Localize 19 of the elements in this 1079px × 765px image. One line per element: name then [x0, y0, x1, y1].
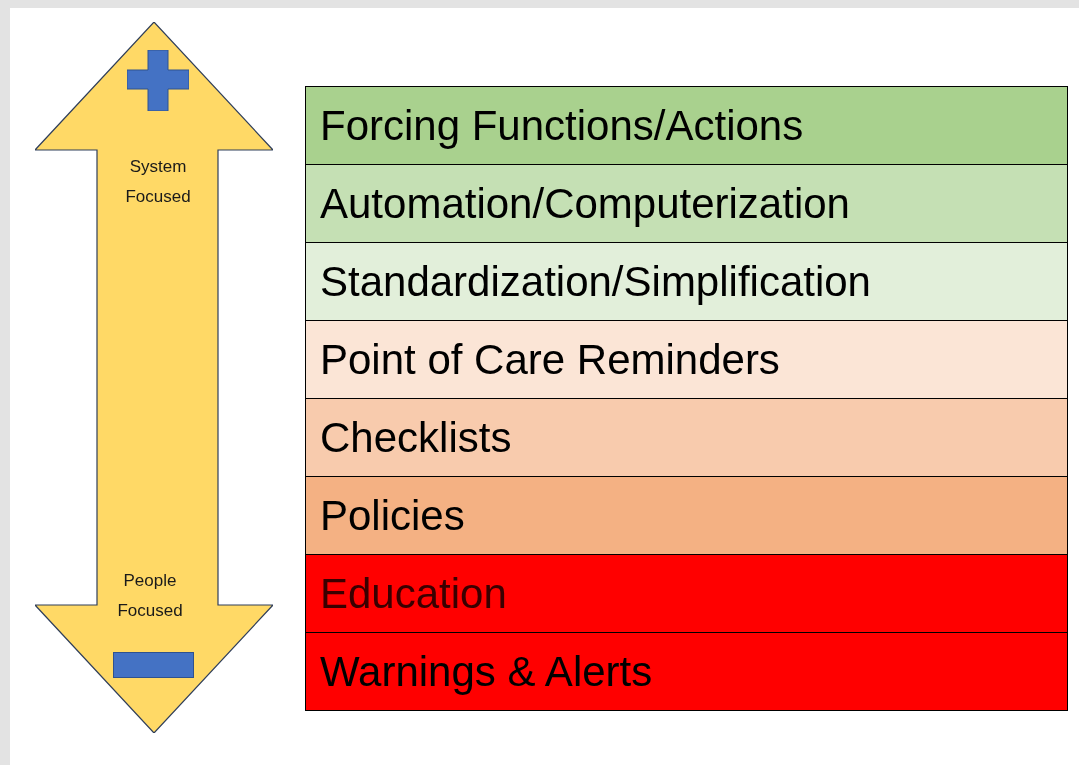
table-row — [305, 165, 1068, 243]
row-label: Forcing Functions/Actions — [320, 101, 804, 150]
double-arrow — [35, 22, 273, 733]
row-label: Checklists — [320, 413, 512, 462]
row-label: Point of Care Reminders — [320, 335, 780, 384]
arrow-label: People Focused — [116, 570, 184, 622]
row-label: Policies — [320, 491, 465, 540]
row-label: Education — [320, 569, 507, 618]
row-label: Standardization/Simplification — [320, 257, 871, 306]
table-row — [305, 87, 1068, 165]
table-row — [305, 321, 1068, 399]
table-row — [305, 633, 1068, 711]
table-row — [305, 555, 1068, 633]
table-row — [305, 477, 1068, 555]
row-label: Automation/Computerization — [320, 179, 850, 228]
table-row — [305, 399, 1068, 477]
row-label: Warnings & Alerts — [320, 647, 653, 696]
table-row — [305, 243, 1068, 321]
arrow-label: System Focused — [124, 156, 192, 208]
